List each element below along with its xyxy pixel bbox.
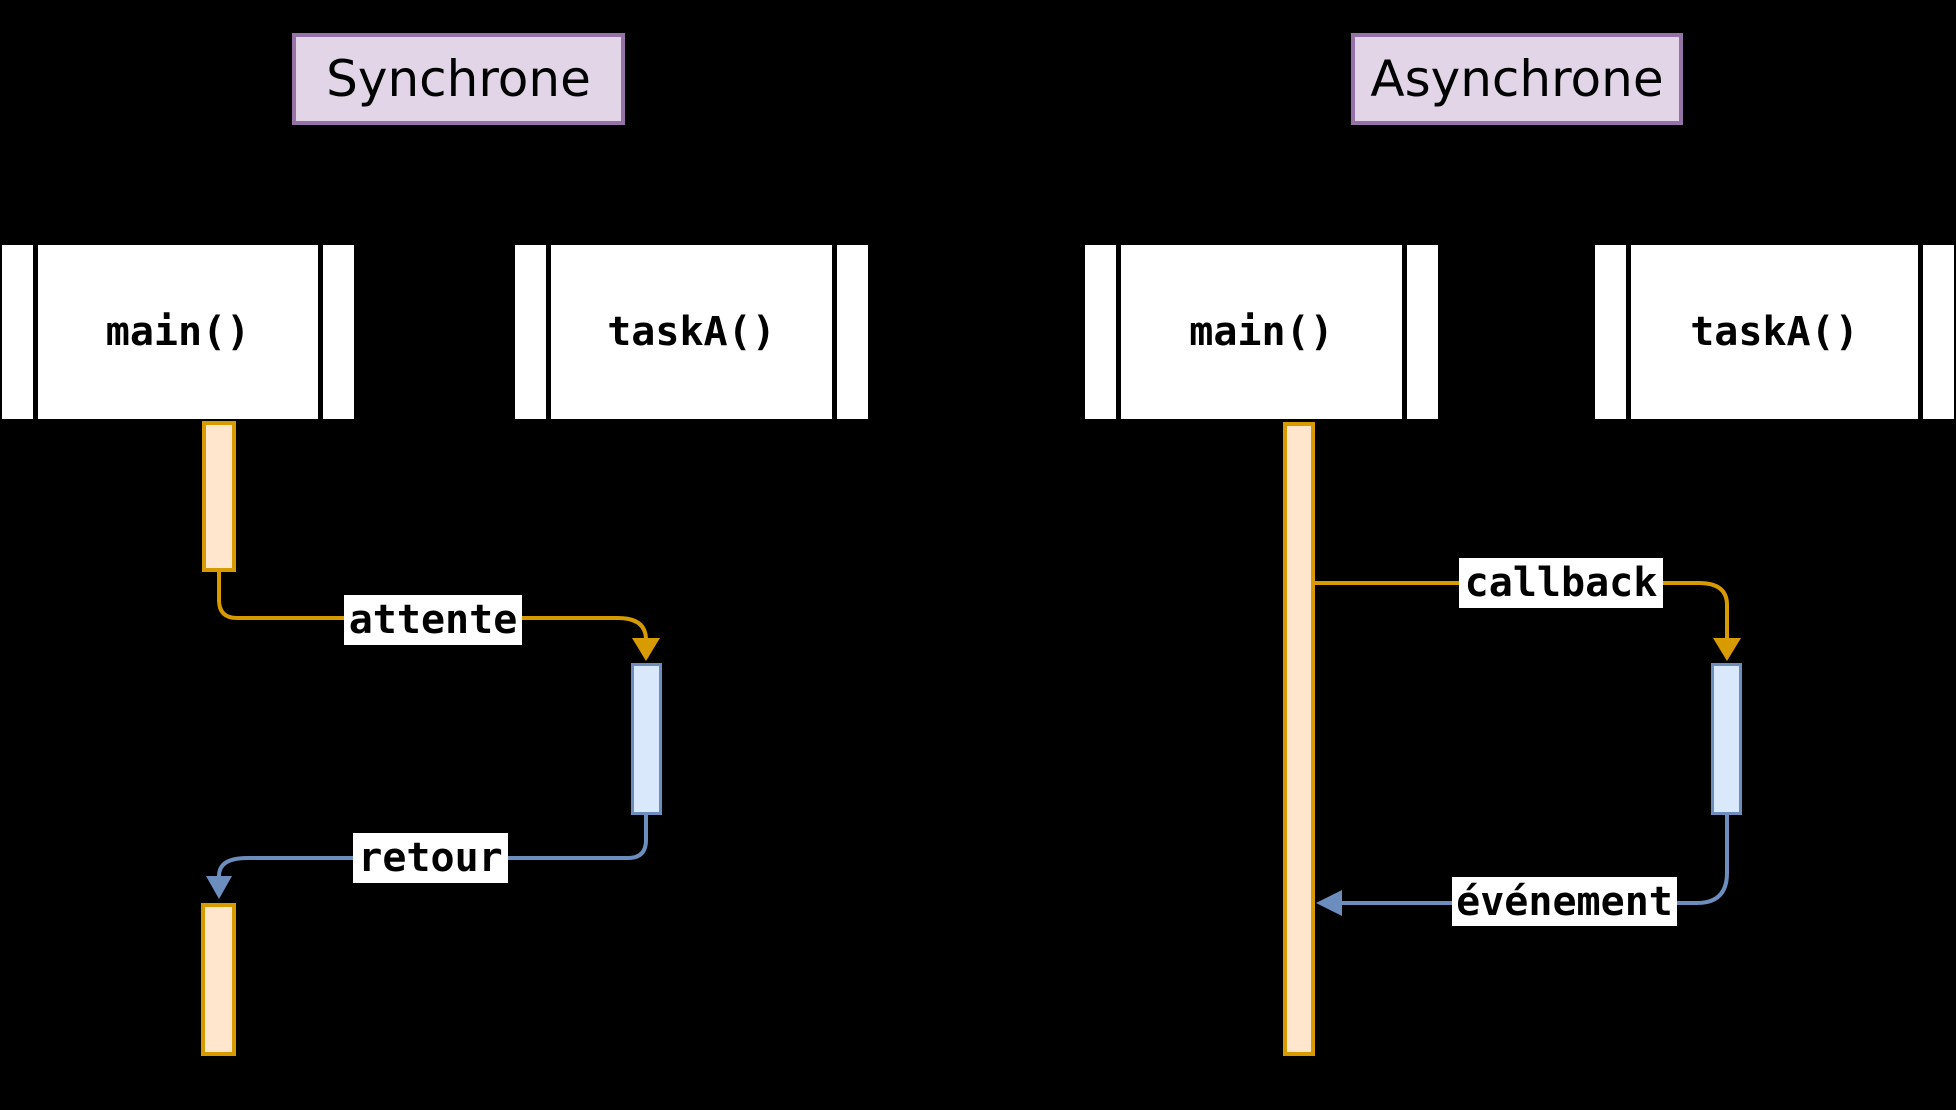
participant-box-sync-main: main() <box>0 243 356 421</box>
callback-arrowhead <box>1713 638 1741 661</box>
retour-arrowhead <box>206 876 232 899</box>
activation-bar-sync-main-first <box>202 421 236 572</box>
participant-box-async-taska: taskA() <box>1593 243 1956 421</box>
activation-bar-sync-taska <box>631 663 662 815</box>
message-label-retour: retour <box>353 833 508 883</box>
participant-box-sync-taska: taskA() <box>513 243 870 421</box>
message-label-evenement: événement <box>1452 877 1677 926</box>
evenement-arrow-line <box>1342 815 1729 905</box>
callback-arrow-line <box>1315 581 1729 638</box>
retour-arrow-line <box>217 815 648 877</box>
participant-label-async-taska: taskA() <box>1690 309 1859 355</box>
evenement-arrowhead <box>1316 890 1342 916</box>
attente-arrowhead <box>632 638 660 661</box>
message-label-attente: attente <box>344 595 522 645</box>
participant-label-sync-taska: taskA() <box>607 309 776 355</box>
attente-arrow-line <box>217 572 648 641</box>
activation-bar-sync-main-second <box>201 903 236 1056</box>
participant-box-async-main: main() <box>1083 243 1440 421</box>
message-label-callback: callback <box>1459 558 1663 608</box>
participant-label-sync-main: main() <box>105 309 251 355</box>
panel-title-asynchrone: Asynchrone <box>1351 33 1683 125</box>
activation-bar-async-main-long <box>1283 422 1315 1056</box>
panel-title-synchrone: Synchrone <box>292 33 625 125</box>
participant-label-async-main: main() <box>1189 309 1334 355</box>
activation-bar-async-taska <box>1711 663 1742 815</box>
